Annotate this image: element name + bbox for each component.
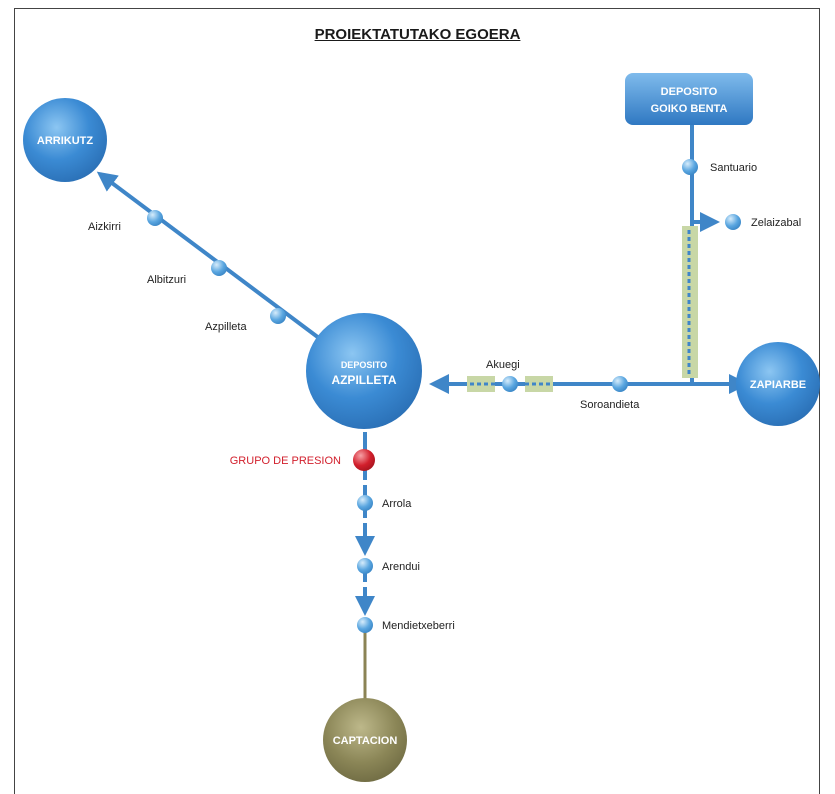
node-albitzuri-label: Albitzuri: [147, 274, 186, 286]
node-aizkirri-label: Aizkirri: [88, 221, 121, 233]
node-santuario: Santuario: [682, 159, 757, 175]
node-soroandieta: Soroandieta: [580, 376, 640, 411]
node-azpilleta: Azpilleta: [205, 308, 286, 333]
node-arrola: Arrola: [357, 495, 412, 511]
tank-zapiarbe: ZAPIARBE: [736, 342, 820, 426]
node-arendui-label: Arendui: [382, 561, 420, 573]
source-captacion-label: CAPTACION: [333, 735, 398, 747]
node-mendietxeberri: Mendietxeberri: [357, 617, 455, 633]
node-mendietxeberri-label: Mendietxeberri: [382, 620, 455, 632]
diagram-frame: [14, 8, 820, 794]
node-akuegi-label: Akuegi: [486, 359, 520, 371]
node-arendui: Arendui: [357, 558, 420, 574]
diagram-title: PROIEKTATUTAKO EGOERA: [314, 26, 521, 43]
node-santuario-label: Santuario: [710, 162, 757, 174]
node-arrola-label: Arrola: [382, 498, 412, 510]
node-akuegi: Akuegi: [486, 359, 520, 392]
node-azpilleta-label: Azpilleta: [205, 321, 247, 333]
node-zelaizabal-label: Zelaizabal: [751, 217, 801, 229]
node-zelaizabal: Zelaizabal: [725, 214, 801, 230]
dashed-section-akuegi: [467, 376, 553, 392]
tank-deposito-goiko-benta: DEPOSITO GOIKO BENTA: [625, 73, 753, 125]
source-captacion: CAPTACION: [323, 698, 407, 782]
tank-zapiarbe-label: ZAPIARBE: [750, 379, 806, 391]
tank-azpilleta-bottom-label: AZPILLETA: [331, 373, 396, 387]
tank-azpilleta-top-label: DEPOSITO: [341, 360, 387, 370]
node-albitzuri: Albitzuri: [147, 260, 227, 286]
tank-goiko-top-label: DEPOSITO: [661, 86, 718, 98]
node-soroandieta-label: Soroandieta: [580, 399, 640, 411]
tank-arrikutz-label: ARRIKUTZ: [37, 135, 93, 147]
dashed-section-goiko: [682, 226, 698, 378]
node-aizkirri: Aizkirri: [88, 210, 163, 233]
tank-arrikutz: ARRIKUTZ: [23, 98, 107, 182]
tank-goiko-bottom-label: GOIKO BENTA: [651, 103, 728, 115]
pressure-group-label: GRUPO DE PRESION: [230, 455, 341, 467]
pressure-group: GRUPO DE PRESION: [230, 449, 375, 471]
tank-deposito-azpilleta: DEPOSITO AZPILLETA: [306, 313, 422, 429]
